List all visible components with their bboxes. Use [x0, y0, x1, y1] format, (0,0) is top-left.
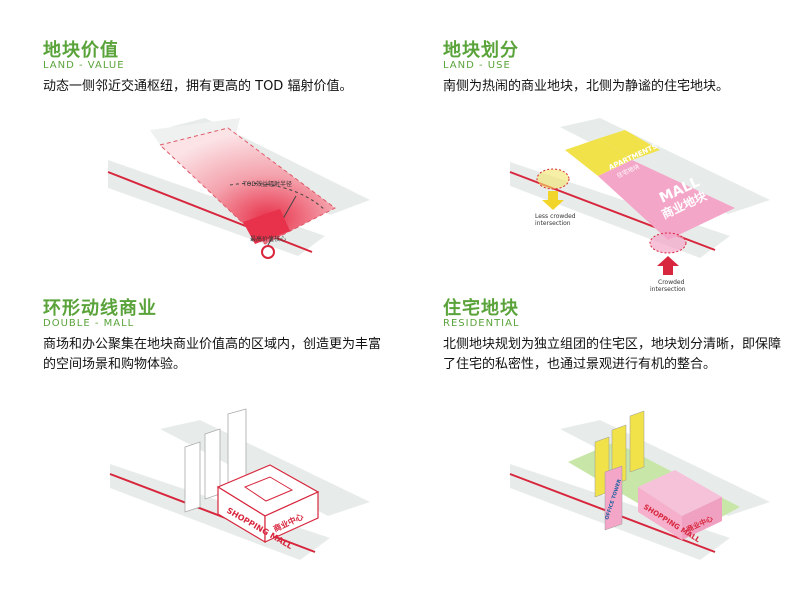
site-block	[158, 127, 336, 245]
panel-land-use: 地块划分 LAND - USE 南侧为热闹的商业地块，北侧为静谧的住宅地块。 A…	[400, 0, 800, 302]
panel-description: 商场和办公聚集在地块商业价值高的区域内，创造更为丰富的空间场景和购物体验。	[43, 337, 382, 372]
residential-block-a	[565, 138, 632, 176]
residential-block-b	[600, 130, 660, 160]
up-arrow-icon	[657, 256, 679, 275]
less-crowded-label: Less crowded	[535, 213, 576, 220]
crowded-label: Crowded	[658, 279, 685, 286]
metro-icon	[261, 245, 275, 259]
panel-subtitle: RESIDENTIAL	[443, 318, 520, 329]
panel-title: 环形动线商业	[43, 298, 157, 319]
mall-roof	[638, 470, 722, 516]
mall-front	[638, 487, 682, 540]
office-tower	[604, 465, 623, 531]
metro-line	[109, 473, 316, 553]
panel-subtitle: LAND - VALUE	[43, 60, 125, 71]
panel-double-mall: 环形动线商业 DOUBLE - MALL 商场和办公聚集在地块商业价值高的区域内…	[0, 298, 400, 604]
radius-label: TOD效益辐射半径	[242, 180, 292, 188]
less-crowded-intersection-label: intersection	[535, 220, 571, 227]
panel-title: 地块划分	[443, 40, 519, 61]
panel-residential: 住宅地块 RESIDENTIAL 北侧地块规划为独立组团的住宅区，地块划分清晰，…	[400, 298, 800, 604]
land-use-diagram: APARTMENTS 住宅地块 MALL 商业地块 Less crowded i…	[509, 118, 770, 293]
tod-radius-arc	[229, 182, 326, 211]
core-zone	[243, 209, 290, 244]
tower-ghost	[184, 441, 201, 513]
crowded-intersection	[649, 232, 687, 254]
panel-land-value: 地块价值 LAND - VALUE 动态一侧邻近交通枢纽，拥有更高的 TOD 辐…	[0, 0, 400, 302]
land-value-diagram: TOD效益辐射半径 最高价值核心	[107, 118, 370, 259]
less-crowded-intersection	[536, 168, 570, 190]
core-label: 最高价值核心	[250, 235, 286, 243]
metro-line	[107, 171, 313, 253]
panel-title: 地块价值	[43, 40, 119, 61]
double-mall-diagram: SHOPPING MALL 商业中心	[109, 408, 370, 560]
tower-ghost	[227, 408, 247, 486]
mall-block	[598, 160, 735, 240]
crowded-intersection-label: intersection	[650, 286, 686, 293]
panel-description: 动态一侧邻近交通枢纽，拥有更高的 TOD 辐射价值。	[43, 79, 353, 94]
panel-subtitle: DOUBLE - MALL	[43, 318, 135, 329]
up-arrow-icon	[542, 191, 564, 210]
panel-subtitle: LAND - USE	[443, 60, 511, 71]
mall-atrium	[243, 476, 294, 502]
residence-tower	[629, 410, 645, 473]
panel-title: 住宅地块	[443, 298, 519, 319]
mall-side	[264, 491, 319, 543]
residential-diagram: SHOPPING MALL 商业中心 OFFICE TOWER	[509, 410, 770, 560]
panel-description: 北侧地块规划为独立组团的住宅区，地块划分清晰，即保障了住宅的私密性，也通过景观进…	[443, 337, 782, 372]
panel-description: 南侧为热闹的商业地块，北侧为静谧的住宅地块。	[443, 79, 730, 94]
mall-side	[682, 497, 722, 540]
